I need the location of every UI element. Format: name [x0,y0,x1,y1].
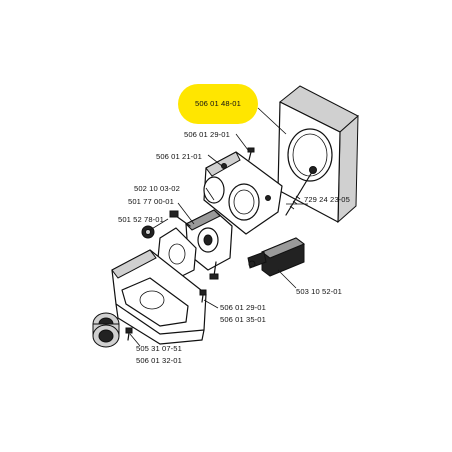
part-number-label: 729 24 23-05 [304,195,350,204]
small-screw-top [247,147,255,161]
screw-pair [199,289,207,303]
carburetor [169,209,233,280]
highlight-marker [178,84,258,124]
grommet [92,312,120,348]
part-number-label: 506 01 29-01 [184,130,230,139]
part-number-label: 505 31 07-51 [136,344,182,353]
part-number-label: 506 01 32-01 [136,356,182,365]
intake-housing [111,249,207,345]
part-number-label: 506 01 29-01 [220,303,266,312]
air-filter-cover [277,85,359,224]
part-number-label: 503 10 52-01 [296,287,342,296]
part-number-label: 502 10 03-02 [134,184,180,193]
part-number-label: 501 77 00-01 [128,197,174,206]
choke-lever [247,237,306,277]
long-screw [285,166,317,216]
part-number-label: 506 01 35-01 [220,315,266,324]
part-number-label: 506 01 21-01 [156,152,202,161]
small-screw-bottom [125,327,133,341]
part-number-label: 506 01 48-01 [195,99,241,108]
nut [141,225,155,239]
part-number-label: 501 52 78-01 [118,215,164,224]
leader-lines [129,107,308,347]
filter-holder [203,151,283,235]
